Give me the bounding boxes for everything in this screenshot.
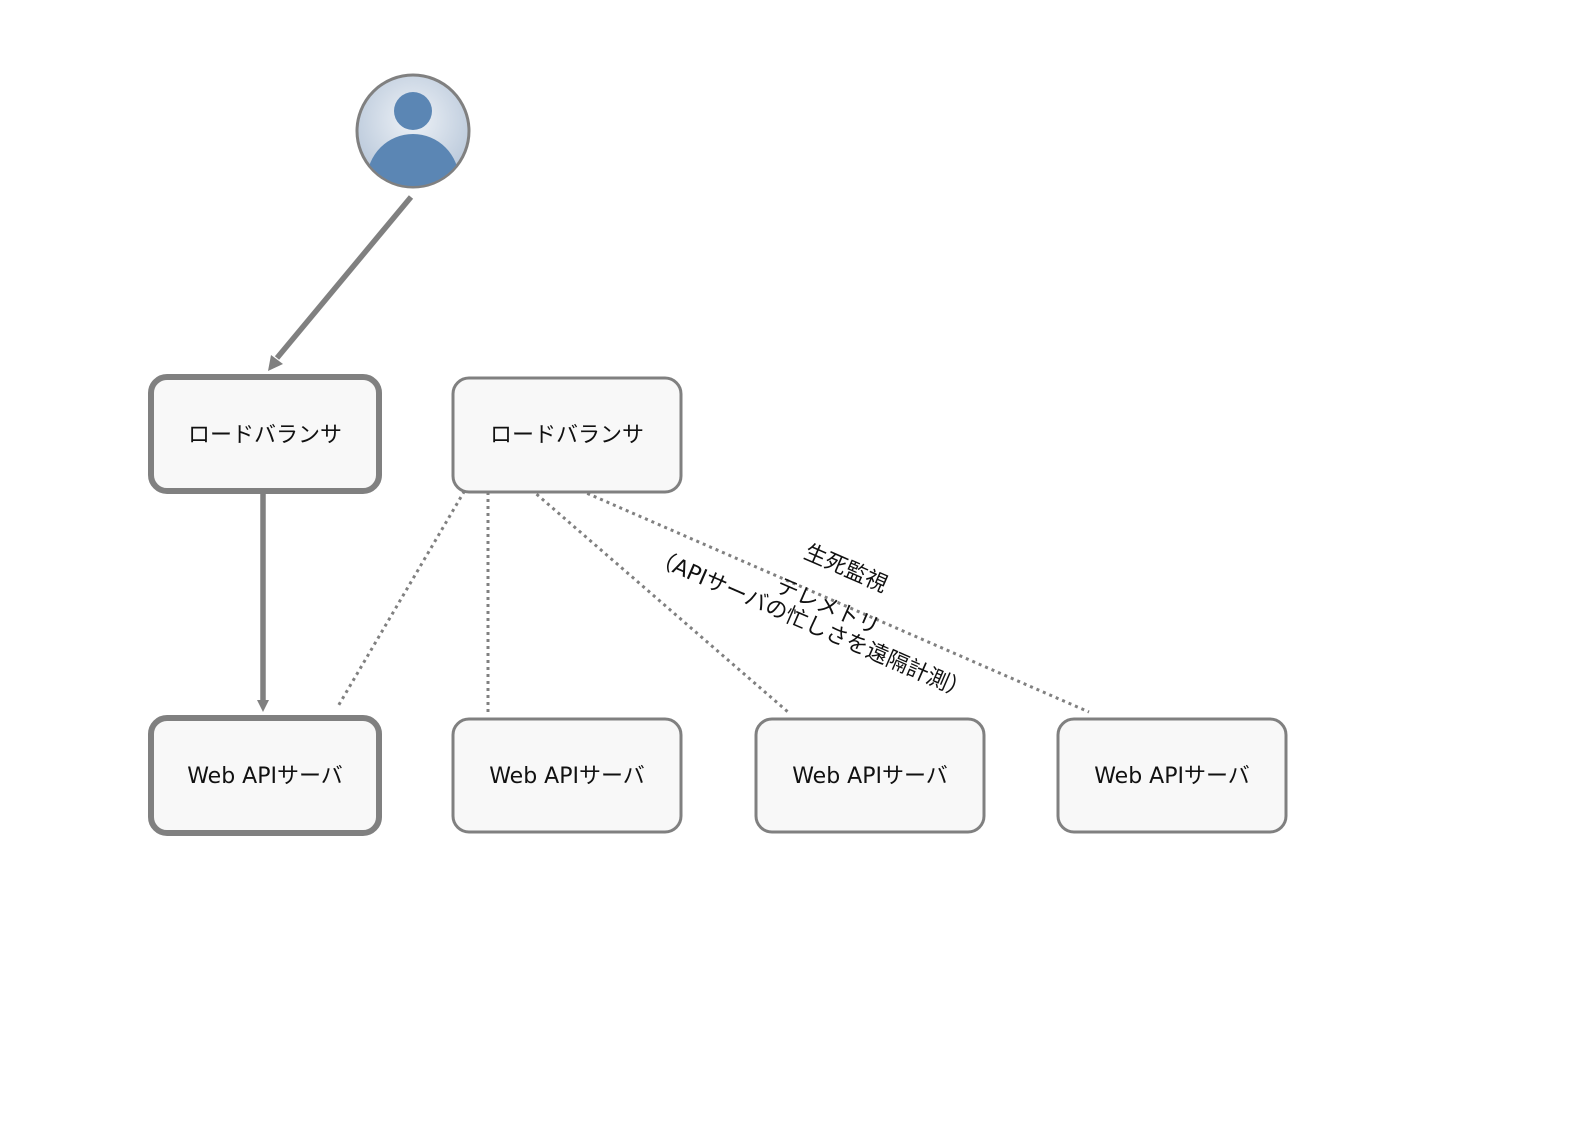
edge-user-to-load-balancer: [268, 195, 414, 371]
load-balancer-label: ロードバランサ: [490, 423, 644, 448]
user-icon: [355, 73, 471, 189]
server-node-2[interactable]: Web APIサーバ: [451, 717, 683, 834]
server-node-3[interactable]: Web APIサーバ: [754, 717, 986, 834]
edge-load-balancer-to-server: [257, 490, 269, 712]
server-node-1[interactable]: Web APIサーバ: [148, 715, 382, 836]
telemetry-note-label: （APIサーバの忙しさを遠隔計測）: [649, 545, 973, 705]
load-balancer-label: ロードバランサ: [188, 423, 342, 448]
server-label: Web APIサーバ: [489, 764, 645, 789]
server-label: Web APIサーバ: [1094, 764, 1250, 789]
dotted-edge-to-server-3: [525, 483, 789, 714]
server-label: Web APIサーバ: [187, 764, 343, 789]
dotted-edge-to-server-1: [335, 484, 470, 709]
server-label: Web APIサーバ: [792, 764, 948, 789]
server-node-4[interactable]: Web APIサーバ: [1056, 717, 1288, 834]
load-balancer-node-secondary[interactable]: ロードバランサ: [451, 376, 683, 494]
load-balancer-node-primary[interactable]: ロードバランサ: [148, 374, 382, 494]
